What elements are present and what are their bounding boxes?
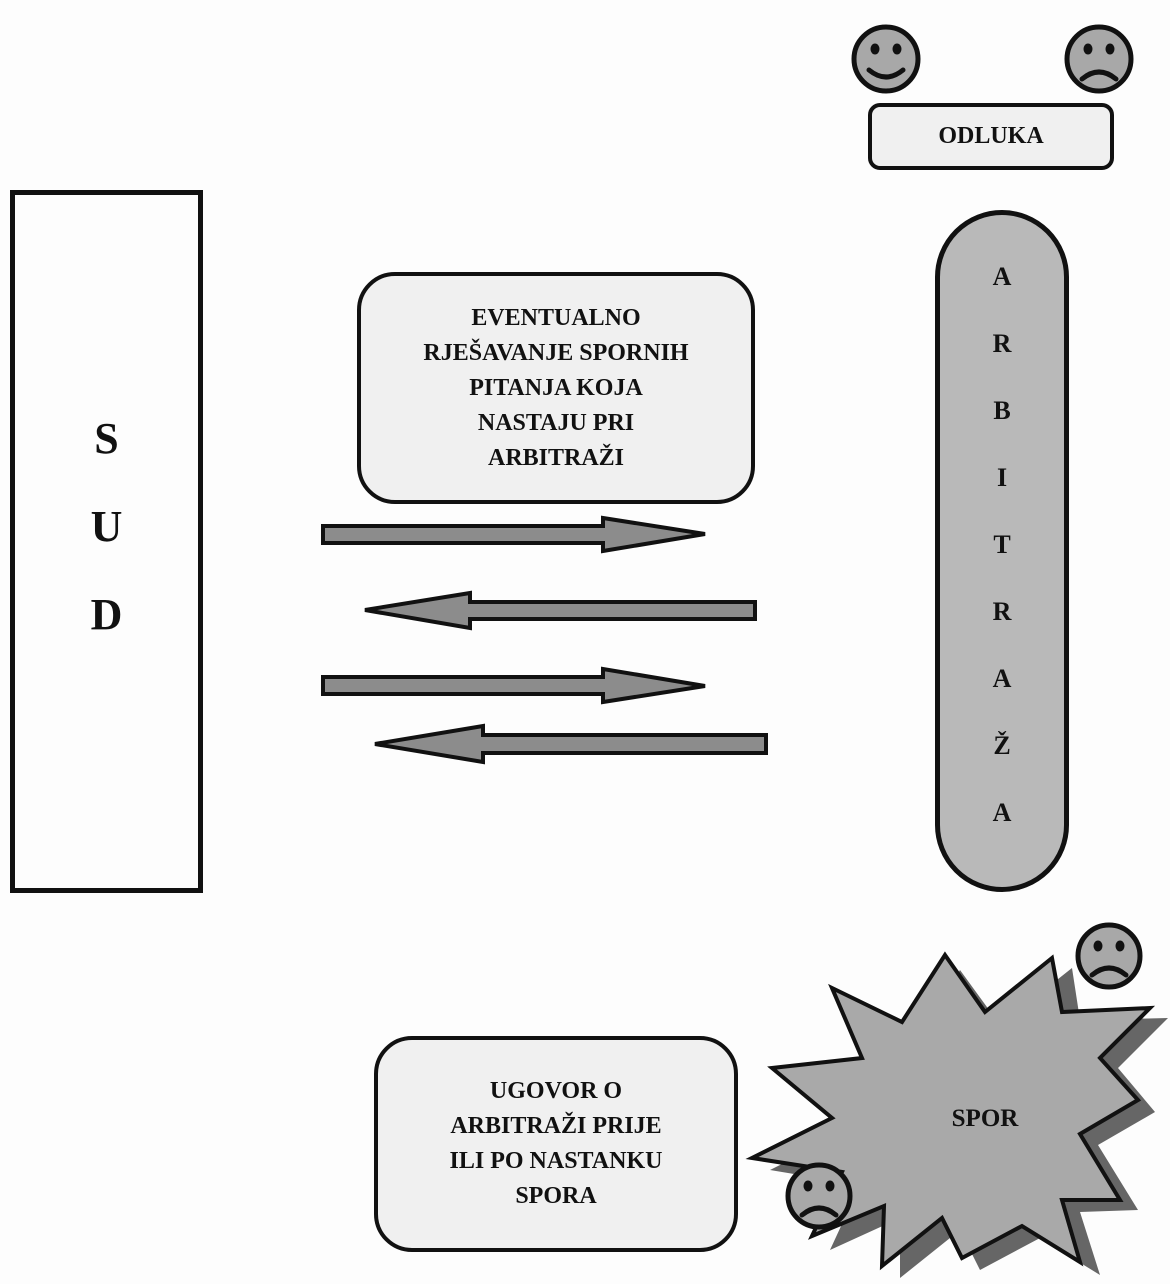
eventualno-box: EVENTUALNO RJEŠAVANJE SPORNIH PITANJA KO… [357,272,755,504]
sud-box: S U D [10,190,203,893]
arbitraza-letter-1: A [992,262,1012,291]
arbitraza-letter-4: I [996,463,1008,492]
eventualno-line-1: EVENTUALNO [471,304,641,331]
arbitraza-letter-7: A [992,664,1012,693]
arbitraza-pill: A R B I T R A Ž A [935,210,1069,892]
odluka-box: ODLUKA [868,103,1114,170]
sud-letter-d: D [90,590,123,639]
arrow-left-1 [364,590,757,631]
arbitraza-letter-6: R [992,597,1012,626]
eventualno-line-2: RJEŠAVANJE SPORNIH [423,339,689,366]
sad-face-icon-burst-left [785,1162,853,1230]
arbitraza-letter-8: Ž [993,731,1011,760]
sud-letter-s: S [94,414,119,463]
sad-face-icon-top [1064,24,1134,94]
sud-letter-u: U [90,502,123,551]
arbitraza-letter-2: R [992,329,1012,358]
odluka-label: ODLUKA [938,123,1044,149]
arrow-right-1 [321,515,706,554]
ugovor-line-2: ARBITRAŽI PRIJE [450,1113,662,1139]
eventualno-line-4: NASTAJU PRI [477,409,635,436]
eventualno-line-5: ARBITRAŽI [487,444,625,471]
arbitraza-letter-3: B [993,396,1011,425]
ugovor-line-1: UGOVOR O [489,1078,623,1104]
arbitraza-letter-9: A [992,798,1012,827]
ugovor-box: UGOVOR O ARBITRAŽI PRIJE ILI PO NASTANKU… [374,1036,738,1252]
happy-face-icon [851,24,921,94]
ugovor-line-3: ILI PO NASTANKU [449,1148,663,1174]
ugovor-line-4: SPORA [515,1183,597,1209]
sad-face-icon-burst-right [1075,922,1143,990]
spor-label: SPOR [951,1105,1019,1132]
eventualno-line-3: PITANJA KOJA [469,374,643,401]
arrow-right-2 [321,666,706,705]
arbitraza-letter-5: T [993,530,1011,559]
arrow-left-2 [374,723,768,765]
